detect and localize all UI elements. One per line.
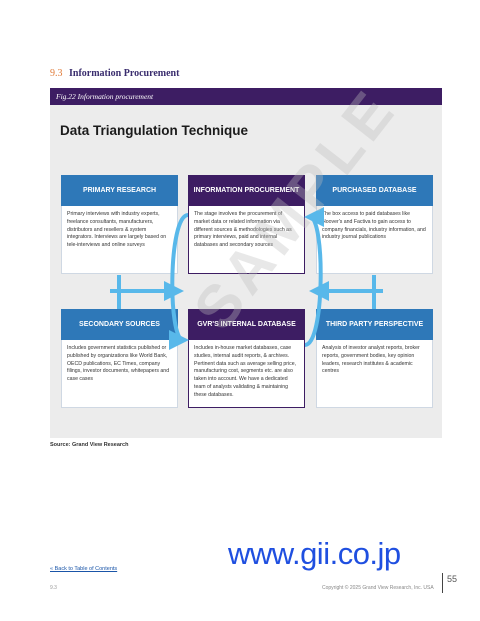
box-gvr-internal-database: GVR'S INTERNAL DATABASE Includes in-hous… [188,309,305,408]
diagram-panel: Data Triangulation Technique PRIMARY RES… [50,105,442,438]
box-title: THIRD PARTY PERSPECTIVE [316,309,433,340]
box-text: The box access to paid databases like Ho… [316,206,433,274]
figure-caption-bar: Fig.22 Information procurement [50,88,442,105]
box-title: INFORMATION PROCUREMENT [188,175,305,206]
section-number: 9.3 [50,68,63,79]
box-information-procurement: INFORMATION PROCUREMENT The stage involv… [188,175,305,274]
section-title: Information Procurement [69,68,180,79]
box-secondary-sources: SECONDARY SOURCES Includes government st… [61,309,178,408]
arrow-curve-left [168,213,189,350]
box-title: PURCHASED DATABASE [316,175,433,206]
section-heading: 9.3 Information Procurement [50,68,179,79]
back-to-toc-link[interactable]: « Back to Table of Contents [50,566,118,572]
source-note: Source: Grand View Research [50,442,129,448]
box-title: GVR'S INTERNAL DATABASE [188,309,305,340]
box-text: Analysis of investor analyst reports, br… [316,340,433,408]
gii-logo: www.gii.co.jp [228,536,401,571]
box-text: Includes government statistics published… [61,340,178,408]
page-number: 55 [442,573,457,593]
box-title: SECONDARY SOURCES [61,309,178,340]
diagram-title: Data Triangulation Technique [60,123,249,138]
arrow-curve-right [304,207,325,347]
box-third-party-perspective: THIRD PARTY PERSPECTIVE Analysis of inve… [316,309,433,408]
box-title: PRIMARY RESEARCH [61,175,178,206]
box-purchased-database: PURCHASED DATABASE The box access to pai… [316,175,433,274]
copyright-text: Copyright © 2025 Grand View Research, In… [322,585,434,591]
connector-arrows [110,207,383,350]
box-text: The stage involves the procurement of ma… [188,206,305,274]
box-text: Includes in-house market databases, case… [188,340,305,408]
footer-section-ref: 9.3 [50,585,57,591]
